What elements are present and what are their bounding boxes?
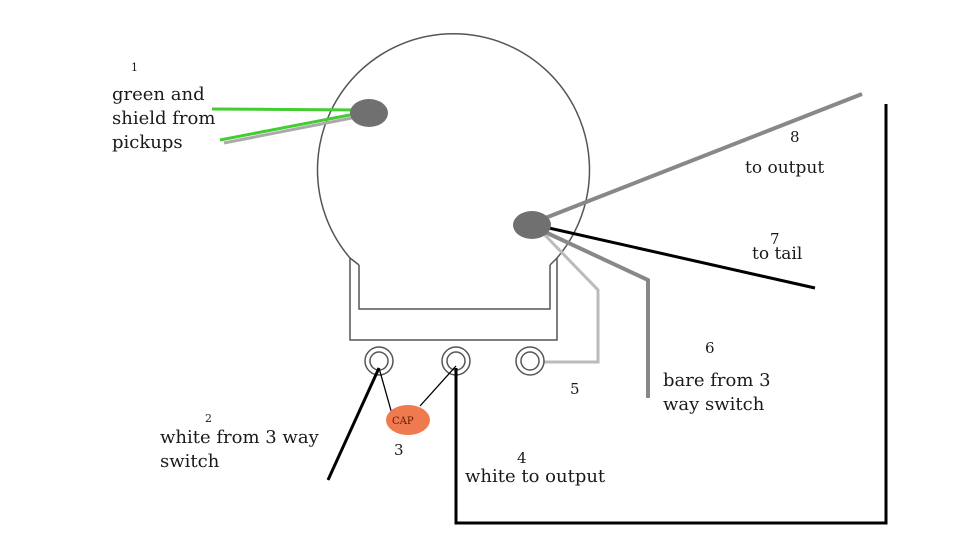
wire-to-output: [534, 92, 863, 224]
pot-lugs: [350, 99, 551, 376]
label-bare-3way-line2: way switch: [663, 394, 765, 415]
label-num-1: 1: [131, 61, 138, 74]
label-to-output: to output: [745, 158, 824, 178]
pickup-wires: [211, 107, 363, 145]
cap-body: [386, 405, 430, 435]
potentiometer: [316, 33, 591, 341]
label-num-6: 6: [705, 339, 715, 357]
wire-bare-from-3way: [544, 230, 650, 398]
label-num-4: 4: [517, 449, 527, 467]
wire-to-tail: [539, 224, 816, 290]
label-num-8: 8: [790, 128, 800, 146]
cap-lead-right: [419, 365, 457, 407]
label-green-shield-line3: pickups: [112, 132, 183, 153]
label-white-3way-line1: white from 3 way: [160, 427, 320, 448]
label-white-3way-line2: switch: [160, 451, 220, 472]
pot-inner-bracket: [358, 265, 551, 310]
cap-label: CAP: [392, 416, 414, 427]
shield-wire: [223, 114, 363, 145]
label-to-tail: to tail: [752, 244, 802, 264]
label-num-2: 2: [205, 412, 212, 425]
wire-white-to-output: [454, 104, 888, 525]
label-green-shield-line1: green and: [112, 84, 205, 105]
wire-white-from-3way: [326, 367, 381, 481]
label-num-3: 3: [394, 441, 404, 459]
pot-bracket-tab-left: [349, 257, 360, 266]
label-num-5: 5: [570, 380, 580, 398]
pot-bracket-tab-right: [549, 257, 558, 266]
cap-lead-left: [378, 367, 393, 415]
pickup-lug: [350, 99, 388, 127]
right-wires: [531, 92, 863, 398]
green-wire-upper: [211, 107, 361, 112]
capacitor: CAP: [386, 405, 430, 435]
label-white-to-output: white to output: [465, 466, 606, 487]
label-num-7: 7: [770, 230, 780, 248]
ground-lug: [513, 211, 551, 239]
terminal-right: [515, 346, 545, 376]
labels: 1 green and shield from pickups 2 white …: [112, 61, 824, 487]
lower-wires: [326, 104, 888, 525]
label-green-shield-line2: shield from: [112, 108, 215, 129]
green-wire-lower: [219, 111, 361, 142]
label-bare-3way-line1: bare from 3: [663, 370, 771, 391]
